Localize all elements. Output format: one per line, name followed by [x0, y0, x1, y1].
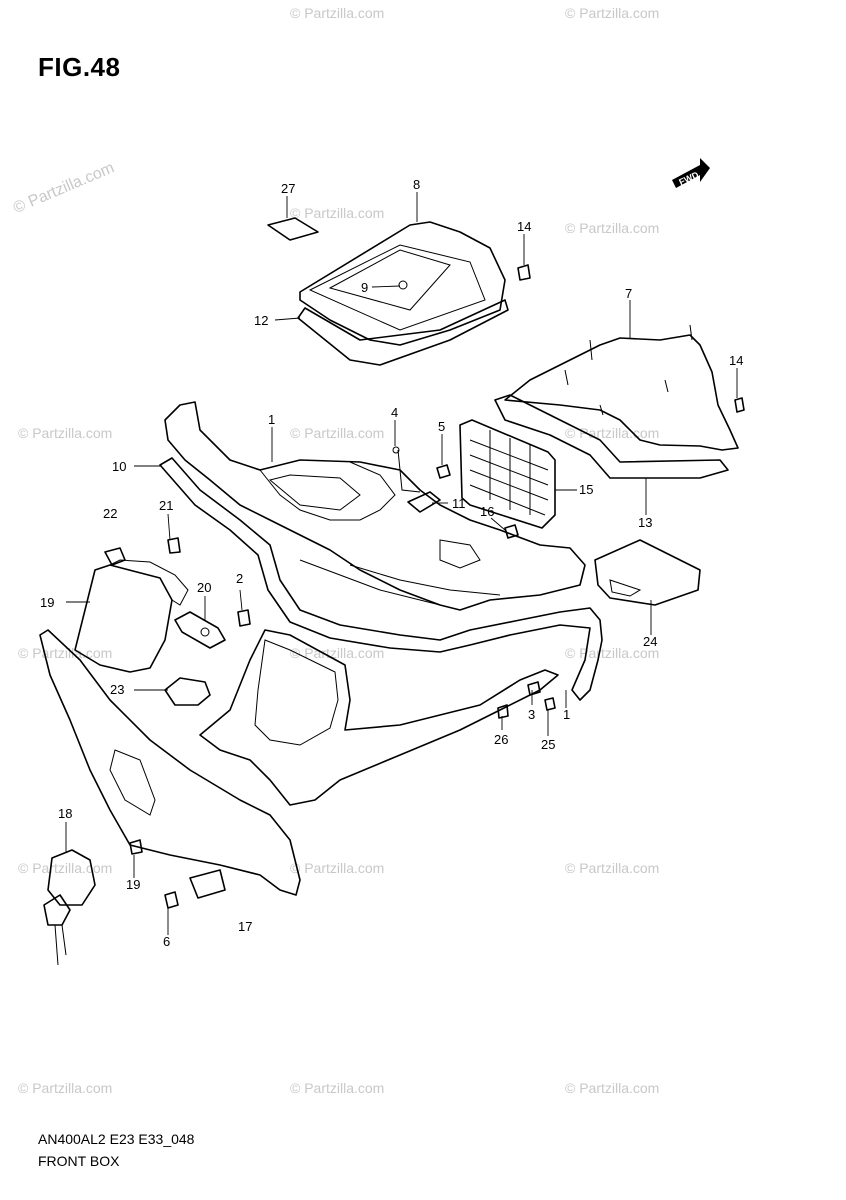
callout-4: 4 — [391, 405, 398, 420]
callout-8: 8 — [413, 177, 420, 192]
part-21-latch — [174, 611, 226, 649]
watermark: © Partzilla.com — [565, 645, 660, 661]
callout-25: 24 — [643, 634, 657, 649]
callout-11: 11 — [452, 496, 466, 511]
diagram-code: AN400AL2 E23 E33_048 — [38, 1131, 195, 1147]
watermark: © Partzilla.com — [290, 645, 385, 661]
part-8-lid — [299, 221, 506, 346]
watermark: © Partzilla.com — [290, 1080, 385, 1096]
watermark: © Partzilla.com — [290, 205, 385, 221]
callout-27: 26 — [494, 732, 508, 747]
watermark: © Partzilla.com — [565, 425, 660, 441]
watermark: © Partzilla.com — [565, 860, 660, 876]
callout-12: 12 — [254, 313, 268, 328]
forward-arrow-icon: FWD — [672, 158, 710, 188]
callout-1: 1 — [268, 412, 275, 427]
watermark: © Partzilla.com — [290, 860, 385, 876]
callout-15: 15 — [579, 482, 593, 497]
part-20-lid — [74, 559, 189, 673]
diagram-name: FRONT BOX — [38, 1153, 120, 1169]
part-7-cover — [504, 324, 739, 451]
callout-labels: 27 8 9 12 14 7 14 1 4 5 10 11 15 16 13 2… — [40, 177, 743, 949]
part-13-seal — [494, 394, 729, 479]
figure-title: FIG.48 — [38, 52, 121, 82]
callout-26: 25 — [541, 737, 555, 752]
callout-10: 10 — [112, 459, 126, 474]
callout-1b: 1 — [563, 707, 570, 722]
callout-9: 9 — [361, 280, 368, 295]
watermark: © Partzilla.com — [18, 645, 113, 661]
callout-21: 20 — [197, 580, 211, 595]
callout-22: 21 — [159, 498, 173, 513]
callout-16: 16 — [480, 504, 494, 519]
callout-20: 19 — [40, 595, 54, 610]
callout-14-upper: 14 — [517, 219, 531, 234]
part-28-sticker — [267, 217, 319, 241]
watermark: © Partzilla.com — [565, 1080, 660, 1096]
callout-2: 2 — [236, 571, 243, 586]
part-12-seal — [297, 299, 509, 366]
watermark: © Partzilla.com — [18, 860, 113, 876]
callout-24: 23 — [110, 682, 124, 697]
part-24-lock — [164, 677, 211, 706]
part-15-grille — [459, 419, 556, 529]
part-10-frame — [159, 457, 603, 701]
watermark: © Partzilla.com — [290, 5, 385, 21]
callout-6: 6 — [163, 934, 170, 949]
callout-18: 18 — [58, 806, 72, 821]
callout-23: 22 — [103, 506, 117, 521]
watermark: © Partzilla.com — [565, 5, 660, 21]
callout-7: 7 — [625, 286, 632, 301]
part-18-key-lock — [43, 849, 96, 966]
callout-28: 27 — [281, 181, 295, 196]
callout-19: 19 — [126, 877, 140, 892]
part-1-front-box — [164, 401, 586, 611]
callout-13: 13 — [638, 515, 652, 530]
callout-3: 3 — [528, 707, 535, 722]
inner-cover — [199, 629, 559, 806]
watermark: © Partzilla.com — [18, 1080, 113, 1096]
part-17-front-panel — [39, 629, 301, 896]
watermark: © Partzilla.com — [18, 425, 113, 441]
watermark: © Partzilla.com — [290, 425, 385, 441]
watermark: © Partzilla.com — [565, 220, 660, 236]
callout-14-right: 14 — [729, 353, 743, 368]
callout-5: 5 — [438, 419, 445, 434]
leader-lines — [65, 192, 738, 935]
callout-17: 17 — [238, 919, 252, 934]
part-25-tray — [594, 539, 701, 606]
part-fasteners — [104, 264, 745, 909]
